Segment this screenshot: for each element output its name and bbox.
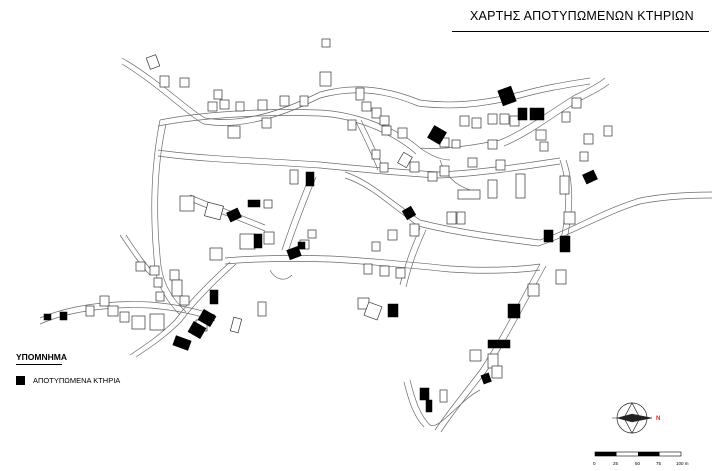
scale-label-100: 100 m [676,461,689,466]
scale-label-0: 0 [593,461,596,466]
legend-item-label: ΑΠΟΤΥΠΩΜΕΝΑ ΚΤΗΡΙΑ [33,376,121,385]
map-title: ΧΑΡΤΗΣ ΑΠΟΤΥΠΩΜΕΝΩΝ ΚΤΗΡΙΩΝ [470,9,694,23]
scale-label-75: 75 [656,461,662,466]
existing-buildings [85,38,613,403]
scale-label-50: 50 [635,461,641,466]
scale-label-25: 25 [613,461,619,466]
north-label: N [656,416,661,422]
legend-item-recorded: ΑΠΟΤΥΠΩΜΕΝΑ ΚΤΗΡΙΑ [16,376,120,385]
scale-bar [594,451,682,457]
title-underline [452,31,709,32]
legend-swatch-black [16,376,25,385]
recorded-buildings [43,85,598,413]
legend-underline [16,364,62,365]
north-arrow [612,402,653,434]
legend-heading: ΥΠΟΜΝΗΜΑ [16,352,67,362]
